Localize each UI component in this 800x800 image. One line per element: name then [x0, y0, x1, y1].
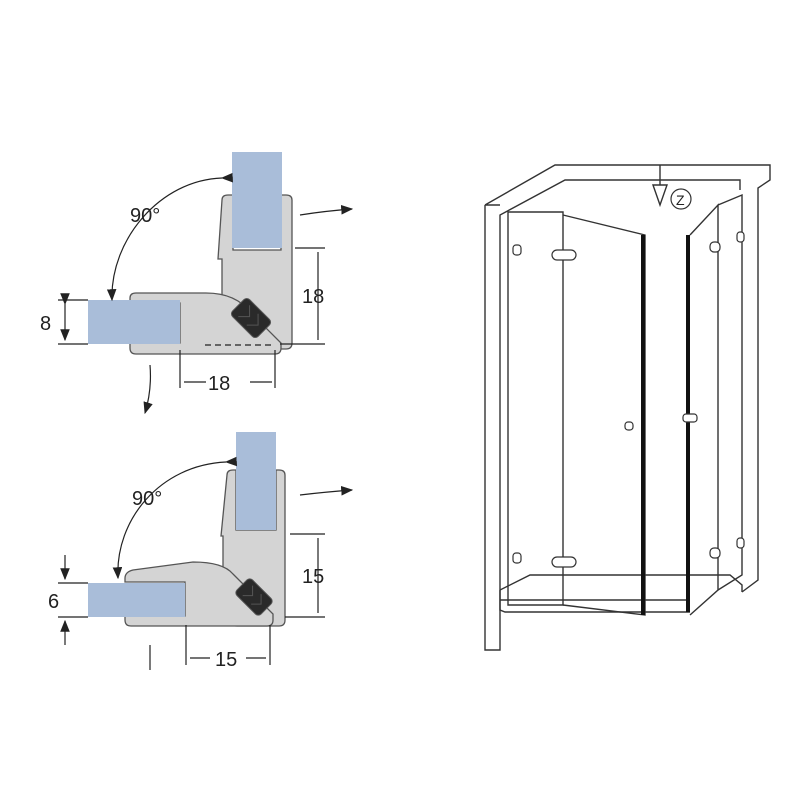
- horizontal-glass-panel-small: [88, 583, 185, 617]
- bottom-thickness-label: 6: [48, 591, 59, 613]
- shower-tray: [499, 574, 743, 613]
- horizontal-glass-panel: [88, 300, 180, 344]
- top-angle-label: 90°: [130, 205, 160, 227]
- view-marker-circle: [670, 188, 692, 210]
- swing-arrow-right-small: [299, 486, 354, 496]
- bottom-height-label: 15: [302, 566, 324, 588]
- view-direction-arrow: [652, 165, 668, 208]
- view-marker-label: Z: [676, 192, 685, 208]
- rotation-arc-arrow-small: [112, 456, 238, 580]
- top-width-label: 18: [208, 373, 230, 395]
- wall-outline: [484, 164, 771, 651]
- top-height-label: 18: [302, 286, 324, 308]
- vertical-glass-panel: [232, 152, 282, 248]
- top-profile-section: 8 18 18 90°: [40, 152, 354, 415]
- hinges: [512, 231, 745, 568]
- right-fixed-panel: [717, 193, 743, 591]
- magnet-strip-small: [235, 578, 273, 616]
- bottom-angle-label: 90°: [132, 488, 162, 510]
- top-thickness-label: 8: [40, 313, 51, 335]
- bottom-profile-section: 6 15 15 90°: [48, 432, 354, 671]
- bottom-width-label: 15: [215, 649, 237, 671]
- rotation-arc-arrow: [106, 172, 233, 302]
- shower-enclosure-illustration: Z: [484, 164, 771, 651]
- vertical-glass-panel-small: [236, 432, 276, 530]
- magnet-strip: [230, 297, 272, 339]
- swing-arrow-down: [143, 364, 153, 415]
- left-door-panel: [562, 214, 646, 616]
- left-fixed-panel: [507, 211, 564, 606]
- right-door-panel: [689, 203, 719, 616]
- swing-arrow-right: [299, 205, 354, 216]
